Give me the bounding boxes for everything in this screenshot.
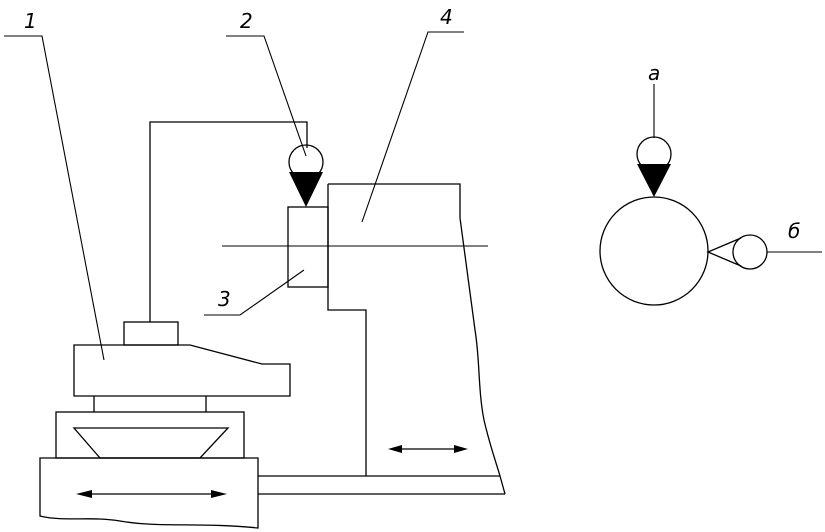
probe-a bbox=[636, 84, 672, 197]
label-view-a: а bbox=[648, 61, 660, 85]
workpiece-part-3 bbox=[287, 206, 329, 288]
spindle-head-part-4 bbox=[327, 183, 501, 477]
saddle bbox=[55, 396, 245, 459]
leader-part-3 bbox=[204, 269, 305, 316]
column-feed-double-arrow bbox=[388, 445, 468, 453]
probe-b bbox=[706, 234, 822, 270]
bed-feed-double-arrow bbox=[76, 490, 227, 498]
label-part-2: 2 bbox=[240, 9, 253, 33]
label-part-1: 1 bbox=[24, 9, 37, 33]
leader-part-1 bbox=[4, 35, 105, 361]
label-view-b: б bbox=[788, 219, 800, 243]
gauge-head-part-2 bbox=[288, 144, 324, 207]
dovetail-guide bbox=[72, 427, 230, 459]
label-part-3: 3 bbox=[218, 287, 231, 311]
leader-part-4 bbox=[361, 31, 464, 223]
measured-part-circle bbox=[599, 196, 709, 306]
guide-rail bbox=[258, 475, 506, 495]
leader-part-2 bbox=[226, 35, 307, 157]
gauge-stand bbox=[149, 121, 308, 322]
machine-bed bbox=[39, 457, 259, 529]
table-fixture-part-1 bbox=[73, 321, 291, 397]
label-part-4: 4 bbox=[440, 5, 453, 29]
